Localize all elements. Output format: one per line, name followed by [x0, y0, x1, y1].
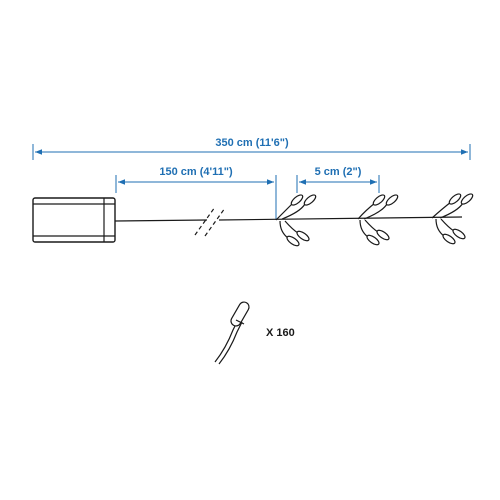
bulb-cluster — [275, 194, 317, 247]
transformer-box — [32, 197, 116, 243]
bulb-cluster — [431, 193, 474, 245]
cable-break-marks — [194, 206, 226, 237]
total-length-dimension: 350 cm (11'6") — [32, 137, 471, 160]
bulb-count-label: X 160 — [266, 327, 295, 339]
single-bulb-detail — [214, 301, 250, 365]
lead-cable-label: 150 cm (4'11") — [159, 166, 233, 178]
bulb-spacing-dimension: 5 cm (2") — [296, 166, 380, 193]
total-length-label: 350 cm (11'6") — [215, 137, 289, 149]
lead-cable — [114, 216, 463, 222]
bulb-cluster — [357, 194, 399, 246]
lead-cable-dimension: 150 cm (4'11") — [115, 166, 277, 220]
bulb-spacing-label: 5 cm (2") — [315, 166, 362, 178]
